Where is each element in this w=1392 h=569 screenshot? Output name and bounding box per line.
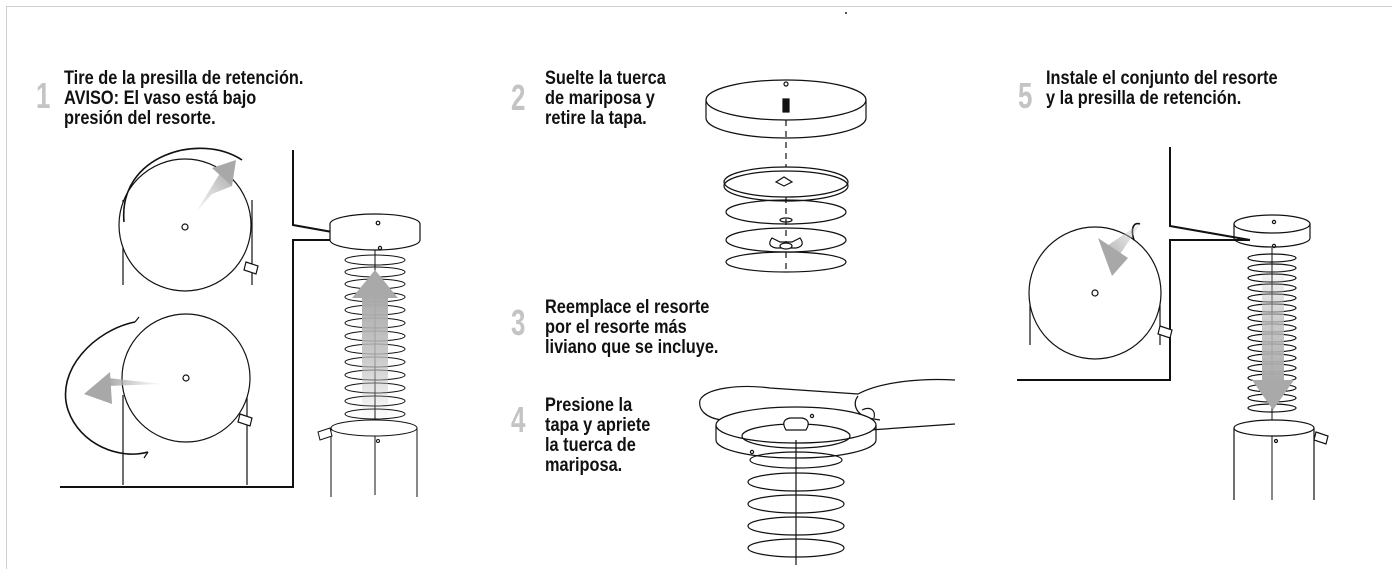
step-3-number: 3: [511, 302, 526, 343]
step-3-text: Reemplace el resorte por el resorte más …: [545, 297, 719, 358]
step-4-illustration: [699, 378, 956, 565]
step-2-number: 2: [511, 77, 526, 118]
step-2-illustration: [705, 79, 867, 273]
step-5-down-arrow: [1262, 262, 1284, 382]
page-frame: [6, 6, 1392, 569]
step-1-text: Tire de la presilla de retención. AVISO:…: [64, 68, 304, 129]
step-1-number: 1: [36, 75, 51, 116]
top-dot: [845, 12, 847, 14]
step-5-text: Instale el conjunto del resorte y la pre…: [1046, 68, 1278, 109]
step-1-illustration: [60, 147, 421, 495]
step-4-text: Presione la tapa y apriete la tuerca de …: [545, 395, 651, 476]
step-4-number: 4: [511, 399, 526, 440]
step-2-text: Suelte la tuerca de mariposa y retire la…: [545, 68, 666, 129]
step-5-number: 5: [1018, 75, 1033, 116]
step-1-up-arrow: [362, 296, 388, 420]
